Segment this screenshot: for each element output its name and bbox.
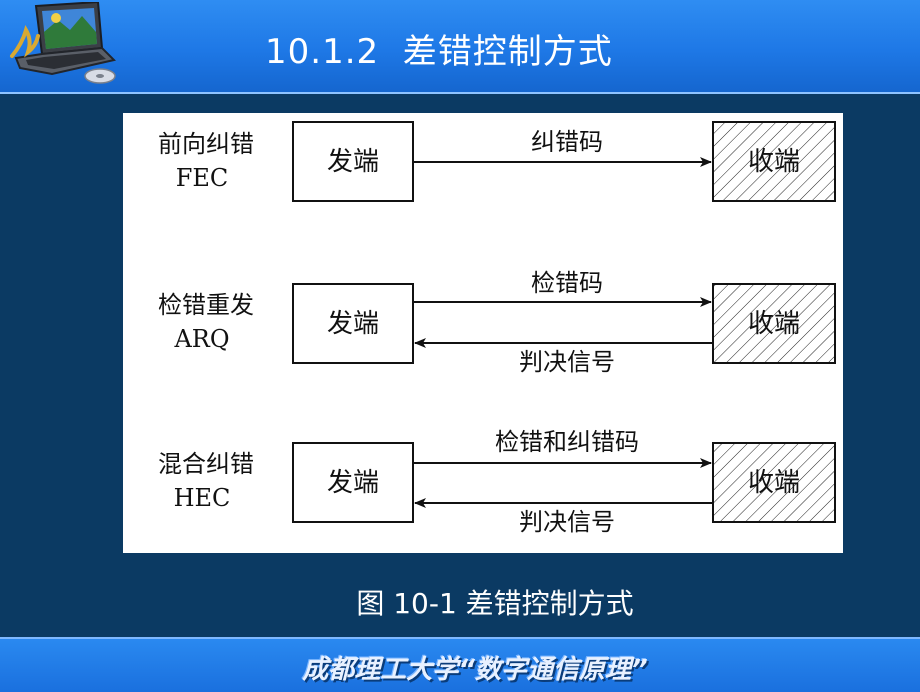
- slide-title: 10.1.2 差错控制方式: [265, 32, 613, 72]
- sender-label: 发端: [327, 468, 379, 498]
- method-label-en: FEC: [176, 164, 229, 192]
- error-control-diagram: 前向纠错 FEC 发端 收端 纠错码 检错重发 ARQ 发端 收端 检错码 判决…: [158, 121, 836, 536]
- header-bar: [0, 0, 920, 92]
- forward-arrow-label: 检错和纠错码: [495, 428, 639, 456]
- receiver-box: [712, 442, 836, 523]
- row-arq: 检错重发 ARQ 发端 收端 检错码 判决信号: [158, 269, 836, 376]
- diagram-panel: 前向纠错 FEC 发端 收端 纠错码 检错重发 ARQ 发端 收端 检错码 判决…: [123, 113, 843, 553]
- sender-box: [292, 121, 414, 202]
- figure-caption: 图 10-1 差错控制方式: [356, 587, 634, 620]
- receiver-box: [712, 121, 836, 202]
- backward-arrow-label: 判决信号: [519, 348, 615, 376]
- forward-arrow-label: 检错码: [531, 269, 603, 297]
- method-label-cn: 前向纠错: [158, 130, 254, 158]
- forward-arrow-label: 纠错码: [531, 128, 603, 156]
- receiver-box: [712, 283, 836, 364]
- method-label-cn: 检错重发: [158, 291, 254, 319]
- receiver-label: 收端: [748, 468, 800, 498]
- footer-bar: 成都理工大学“数字通信原理”: [0, 637, 920, 692]
- backward-arrow-label: 判决信号: [519, 508, 615, 536]
- header-divider: [0, 92, 920, 94]
- sender-box: [292, 442, 414, 523]
- sender-label: 发端: [327, 147, 379, 177]
- method-label-en: ARQ: [173, 325, 229, 353]
- footer-text: 成都理工大学“数字通信原理”: [302, 655, 648, 685]
- sender-label: 发端: [327, 309, 379, 339]
- laptop-icon: [10, 2, 116, 84]
- receiver-label: 收端: [748, 147, 800, 177]
- row-hec: 混合纠错 HEC 发端 收端 检错和纠错码 判决信号: [158, 428, 836, 536]
- receiver-label: 收端: [748, 309, 800, 339]
- method-label-en: HEC: [174, 484, 231, 512]
- method-label-cn: 混合纠错: [158, 450, 254, 478]
- row-fec: 前向纠错 FEC 发端 收端 纠错码: [158, 121, 836, 202]
- sender-box: [292, 283, 414, 364]
